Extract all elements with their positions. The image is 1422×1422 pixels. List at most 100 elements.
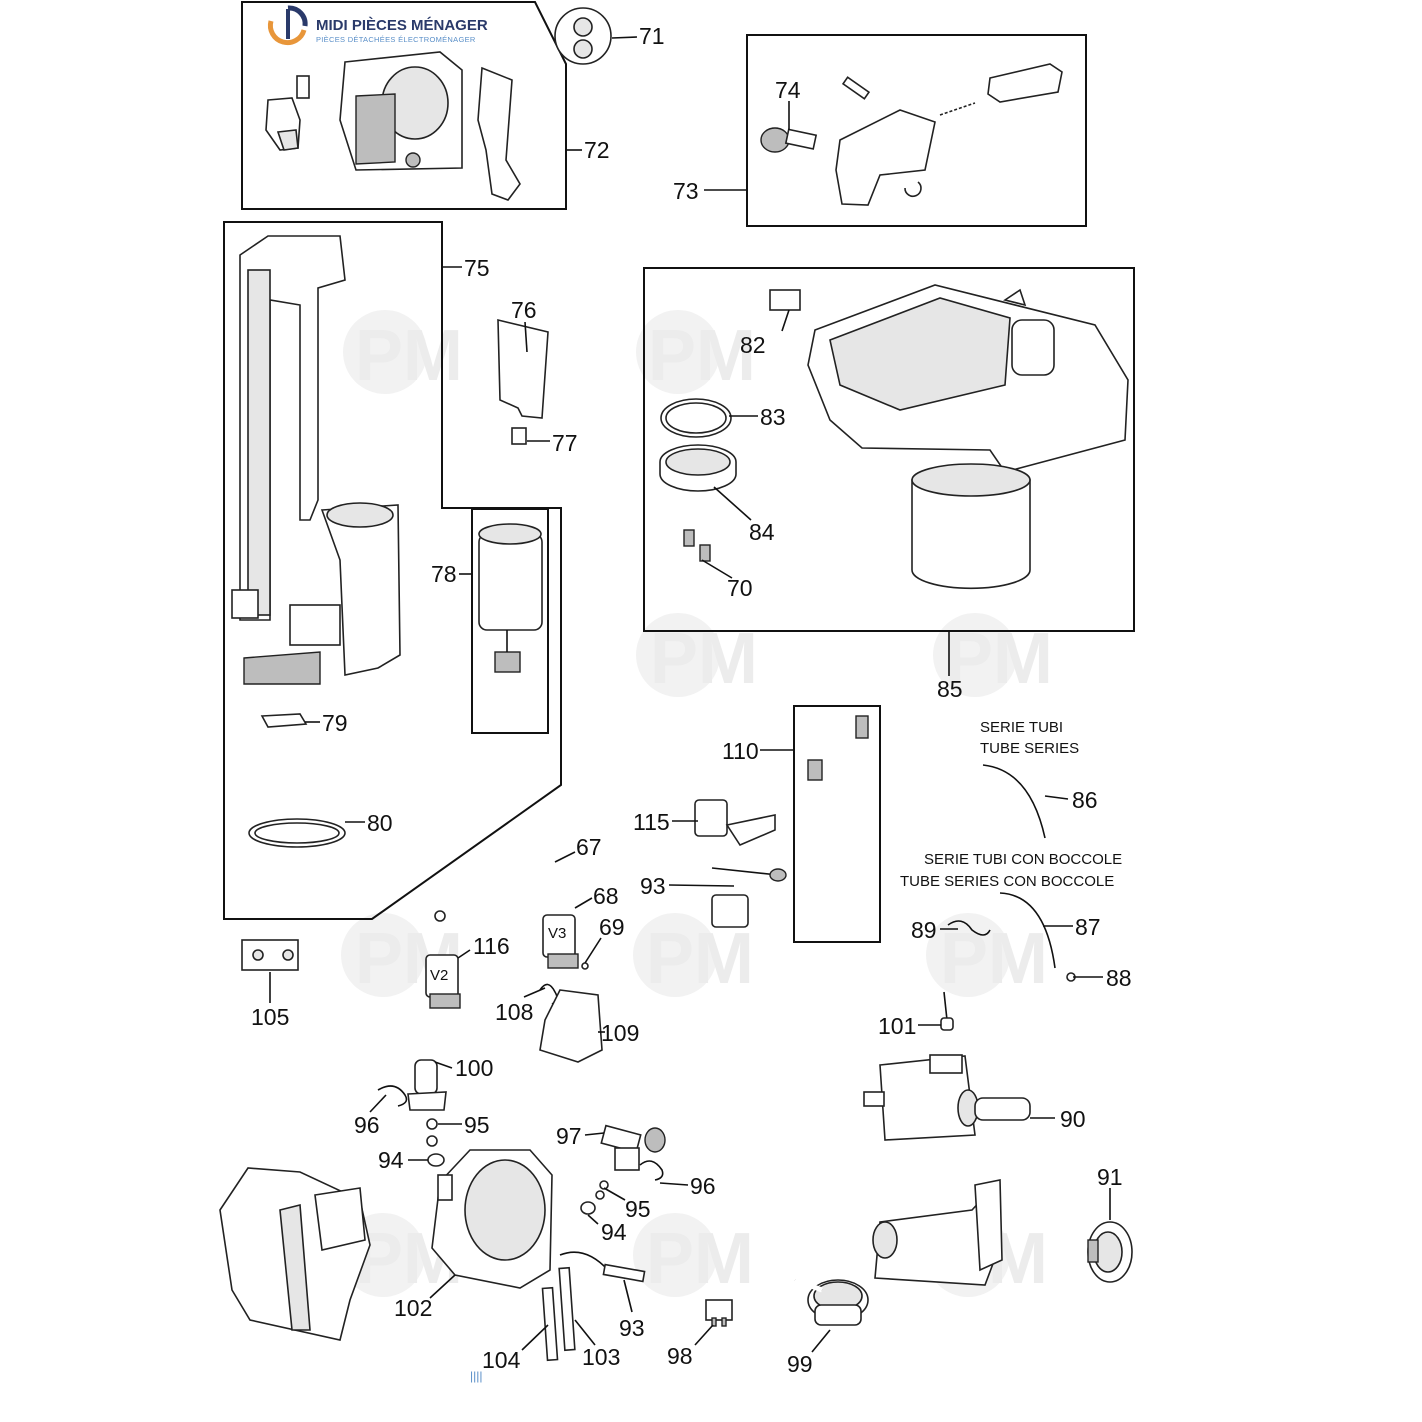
part-70-screws bbox=[683, 529, 711, 562]
part-95-ring-c bbox=[599, 1180, 609, 1190]
group-78-box bbox=[471, 508, 549, 734]
label-101: 101 bbox=[878, 1013, 916, 1039]
label-105: 105 bbox=[251, 1004, 289, 1030]
valve-v3-marking: V3 bbox=[548, 925, 566, 942]
part-115-thermostat bbox=[694, 799, 776, 847]
part-91-connector bbox=[1087, 1221, 1133, 1283]
label-80: 80 bbox=[367, 810, 393, 836]
svg-text:PM: PM bbox=[646, 919, 754, 999]
watermark: PM bbox=[933, 613, 1053, 699]
label-77: 77 bbox=[552, 430, 578, 456]
watermark: PM bbox=[636, 310, 756, 396]
label-76: 76 bbox=[511, 297, 537, 323]
label-86: 86 bbox=[1072, 787, 1098, 813]
watermark: PM bbox=[633, 913, 754, 999]
corner-mark: |||| bbox=[470, 1369, 482, 1383]
label-99: 99 bbox=[787, 1351, 813, 1377]
part-96-clip bbox=[377, 1085, 408, 1107]
note-tube-series-en: TUBE SERIES bbox=[980, 740, 1079, 757]
group-72-box bbox=[241, 0, 567, 210]
label-96: 96 bbox=[354, 1112, 380, 1138]
note-tube-series-bushings-en: TUBE SERIES CON BOCCOLE bbox=[900, 873, 1114, 890]
part-87-tube bbox=[999, 892, 1056, 969]
part-104-rod bbox=[541, 1286, 559, 1362]
label-108: 108 bbox=[495, 999, 533, 1025]
part-94-ring bbox=[427, 1153, 445, 1167]
label-116: 116 bbox=[473, 933, 510, 959]
watermark: PM bbox=[343, 310, 463, 396]
label-94-b: 94 bbox=[601, 1219, 627, 1245]
part-103-rod bbox=[558, 1266, 576, 1352]
label-100: 100 bbox=[455, 1055, 493, 1081]
svg-text:PM: PM bbox=[945, 619, 1053, 699]
part-67-rod bbox=[434, 858, 561, 922]
part-105-bracket bbox=[241, 939, 299, 971]
label-102: 102 bbox=[394, 1295, 432, 1321]
label-82: 82 bbox=[740, 332, 766, 358]
watermark: PM bbox=[633, 1213, 754, 1299]
part-76-board bbox=[497, 318, 549, 419]
label-87: 87 bbox=[1075, 914, 1101, 940]
frame-assembly bbox=[219, 1167, 371, 1341]
note-tube-series-it: SERIE TUBI bbox=[980, 719, 1063, 736]
label-78: 78 bbox=[431, 561, 457, 587]
part-85-assembly bbox=[769, 284, 1129, 590]
part-102-boiler bbox=[431, 1149, 553, 1289]
label-93-b: 93 bbox=[619, 1315, 645, 1341]
part-96-clip-b bbox=[639, 1160, 664, 1181]
part-90-pump bbox=[863, 1054, 1031, 1141]
part-95-ring bbox=[426, 1118, 438, 1130]
part-99-flowmeter bbox=[794, 1277, 869, 1326]
label-93: 93 bbox=[640, 873, 666, 899]
watermark: PM bbox=[926, 913, 1048, 999]
part-98-switch bbox=[705, 1299, 733, 1327]
part-89-clip bbox=[947, 920, 991, 936]
part-95-ring-b bbox=[426, 1135, 438, 1147]
part-75-assembly bbox=[231, 235, 401, 685]
valve-v2-marking: V2 bbox=[430, 967, 448, 984]
label-94: 94 bbox=[378, 1147, 404, 1173]
label-72: 72 bbox=[584, 137, 610, 163]
part-77-clip bbox=[511, 427, 527, 445]
label-70: 70 bbox=[727, 575, 753, 601]
part-95-ring-d bbox=[595, 1190, 605, 1200]
watermark: PM bbox=[636, 613, 758, 699]
label-91: 91 bbox=[1097, 1164, 1123, 1190]
part-78-motor bbox=[478, 523, 543, 673]
label-90: 90 bbox=[1060, 1106, 1086, 1132]
part-71-disc bbox=[554, 7, 612, 65]
svg-text:PM: PM bbox=[650, 619, 758, 699]
label-85: 85 bbox=[937, 676, 963, 702]
part-68-valve: V3 bbox=[542, 914, 579, 969]
part-84-filter bbox=[659, 444, 737, 492]
part-94-ring-b bbox=[580, 1201, 596, 1215]
part-93-sensor bbox=[711, 867, 787, 928]
label-83: 83 bbox=[760, 404, 786, 430]
label-103: 103 bbox=[582, 1344, 620, 1370]
group-85-box bbox=[643, 267, 1135, 632]
brand-tagline: PIÈCES DÉTACHÉES ÉLECTROMÉNAGER bbox=[316, 35, 476, 44]
group-75-box bbox=[223, 221, 562, 920]
brand-name: MIDI PIÈCES MÉNAGER bbox=[316, 17, 488, 34]
part-80-belt bbox=[248, 818, 346, 848]
label-74: 74 bbox=[775, 77, 801, 103]
label-73: 73 bbox=[673, 178, 699, 204]
group-73-box bbox=[746, 34, 1087, 227]
note-tube-series-bushings-it: SERIE TUBI CON BOCCOLE bbox=[924, 851, 1122, 868]
label-75: 75 bbox=[464, 255, 490, 281]
label-98: 98 bbox=[667, 1343, 693, 1369]
part-72-assembly bbox=[265, 51, 521, 201]
part-97-valve bbox=[600, 1124, 666, 1171]
part-labels: 71 72 73 74 75 76 77 78 79 80 82 83 84 7… bbox=[251, 23, 1132, 1377]
svg-text:PM: PM bbox=[940, 919, 1048, 999]
label-115: 115 bbox=[633, 809, 670, 835]
brand-logo: MIDI PIÈCES MÉNAGER PIÈCES DÉTACHÉES ÉLE… bbox=[267, 5, 488, 46]
part-86-tube bbox=[982, 764, 1046, 839]
part-93-probe bbox=[559, 1251, 646, 1283]
label-97: 97 bbox=[556, 1123, 582, 1149]
part-83-oring bbox=[660, 398, 732, 438]
label-96-b: 96 bbox=[690, 1173, 716, 1199]
group-110-box bbox=[793, 705, 881, 943]
part-116-valve: V2 bbox=[425, 954, 461, 1009]
